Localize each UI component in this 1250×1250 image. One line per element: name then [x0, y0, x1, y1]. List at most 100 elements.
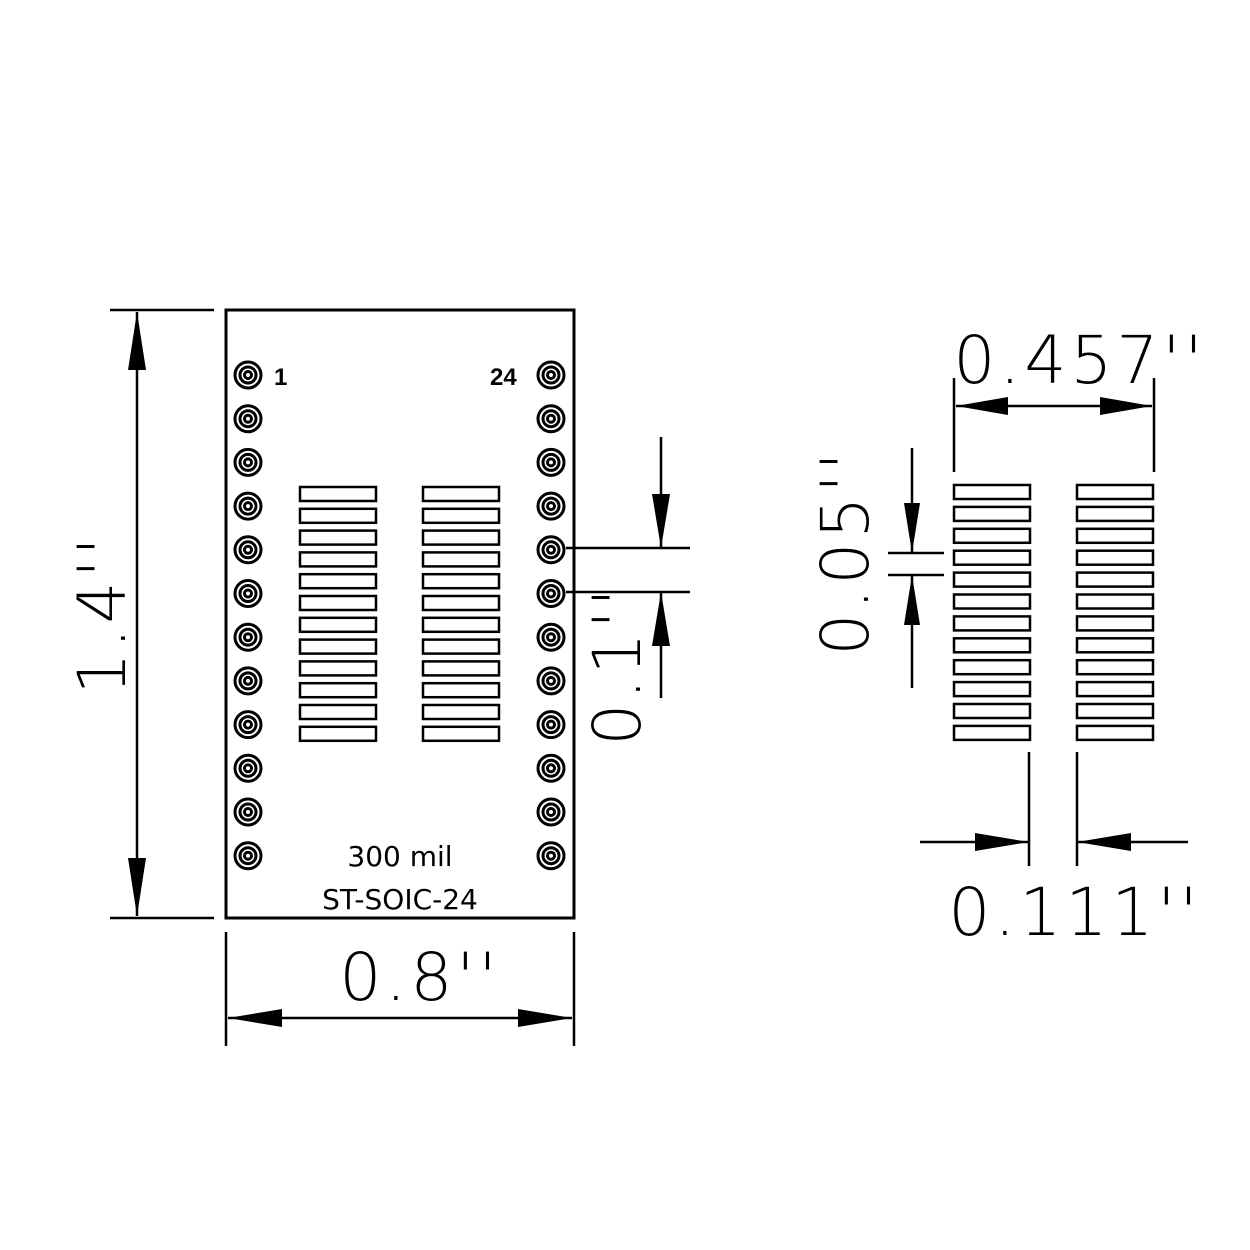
smd-pad [1075, 658, 1155, 676]
pin-hole [546, 632, 556, 643]
pin-hole [243, 588, 253, 599]
left-pin-5 [233, 535, 263, 565]
pin-hole [546, 719, 556, 730]
smd-pad [1075, 724, 1155, 742]
smd-pad [298, 681, 378, 699]
right-pin-2 [536, 404, 566, 434]
smd-pad [298, 616, 378, 634]
smd-pad [1075, 549, 1155, 566]
pin-pitch-value: 0.1'' [579, 584, 656, 745]
pad-pitch-value: 0.05'' [807, 448, 884, 655]
smd-pad [952, 483, 1032, 501]
left-pin-4 [233, 491, 263, 521]
pin-hole [546, 675, 556, 686]
smd-pad [298, 572, 378, 590]
pin-hole [243, 544, 253, 555]
right-pin-6 [536, 579, 566, 608]
footprint-width-value: 0.457'' [953, 322, 1206, 399]
right-pin-11 [536, 797, 566, 827]
pin-hole [243, 632, 253, 643]
smd-pad [1075, 483, 1155, 501]
left-pin-7 [233, 622, 263, 652]
smd-pad [952, 527, 1032, 545]
smd-pad [952, 724, 1032, 742]
pin-hole [243, 807, 253, 817]
pin-1-label: 1 [274, 364, 287, 391]
smd-pad [421, 703, 501, 721]
smd-pad [298, 551, 378, 568]
smd-pad [1075, 680, 1155, 698]
pin-hole [243, 370, 253, 380]
pin-hole [243, 413, 253, 424]
footprint-width-dimension: 0.457'' [952, 322, 1206, 472]
smd-pad [421, 638, 501, 655]
height-dimension-value: 1.4'' [64, 533, 141, 694]
left-pin-1 [233, 360, 263, 390]
smd-pad [952, 680, 1032, 698]
footprint-pad-row-left [952, 483, 1032, 742]
footprint-pad-row-right [1075, 483, 1155, 742]
smd-pad [298, 638, 378, 655]
left-pin-6 [233, 579, 263, 608]
right-pin-7 [536, 622, 566, 652]
smd-pad [298, 507, 378, 525]
row-gap-value: 0.111'' [948, 874, 1201, 951]
smd-pad [1075, 615, 1155, 632]
smd-pad-row-left [298, 485, 378, 743]
smd-pad [1075, 637, 1155, 654]
smd-pad [421, 725, 501, 743]
package-label: 300 mil [347, 840, 452, 873]
smd-pad [421, 660, 501, 677]
width-dimension: 0.8'' [224, 932, 576, 1046]
smd-pad [421, 551, 501, 568]
smd-pad [952, 571, 1032, 588]
smd-pad [298, 485, 378, 503]
smd-pad [952, 615, 1032, 632]
pin-hole [243, 763, 253, 774]
pin-hole [546, 763, 556, 774]
smd-pad [952, 658, 1032, 676]
smd-pad [421, 572, 501, 590]
smd-pad [298, 529, 378, 546]
row-gap-dimension: 0.111'' [920, 752, 1201, 951]
smd-pad [298, 660, 378, 677]
pad-pitch-dimension: 0.05'' [807, 448, 944, 688]
pin-hole [546, 413, 556, 424]
smd-pad [421, 681, 501, 699]
left-pin-8 [233, 666, 263, 696]
pin-hole [243, 457, 253, 468]
smd-pad [952, 637, 1032, 654]
smd-pad [421, 507, 501, 525]
smd-pad [1075, 505, 1155, 523]
smd-pad [952, 549, 1032, 566]
right-pin-4 [536, 491, 566, 521]
smd-pad [1075, 527, 1155, 545]
left-pin-10 [233, 753, 263, 783]
width-dimension-value: 0.8'' [339, 939, 500, 1016]
pin-hole [243, 675, 253, 686]
right-pin-3 [536, 447, 566, 477]
smd-pad [952, 505, 1032, 523]
smd-pad [421, 485, 501, 503]
height-dimension: 1.4'' [64, 308, 214, 920]
left-pin-9 [233, 710, 263, 740]
left-pin-2 [233, 404, 263, 434]
smd-pad [421, 616, 501, 634]
pin-hole [546, 370, 556, 380]
part-number-label: ST-SOIC-24 [322, 883, 478, 916]
left-pin-3 [233, 447, 263, 477]
left-pin-column [233, 360, 263, 871]
board-outline [224, 308, 576, 920]
pin-hole [546, 588, 556, 599]
right-pin-1 [536, 360, 566, 390]
smd-pad [421, 594, 501, 612]
pin-hole [546, 457, 556, 468]
left-pin-12 [233, 841, 263, 871]
pin-hole [546, 544, 556, 555]
pin-hole [243, 501, 253, 512]
pin-hole [546, 501, 556, 512]
right-pin-5 [536, 535, 566, 565]
smd-pad [1075, 702, 1155, 720]
pin-hole [546, 807, 556, 817]
